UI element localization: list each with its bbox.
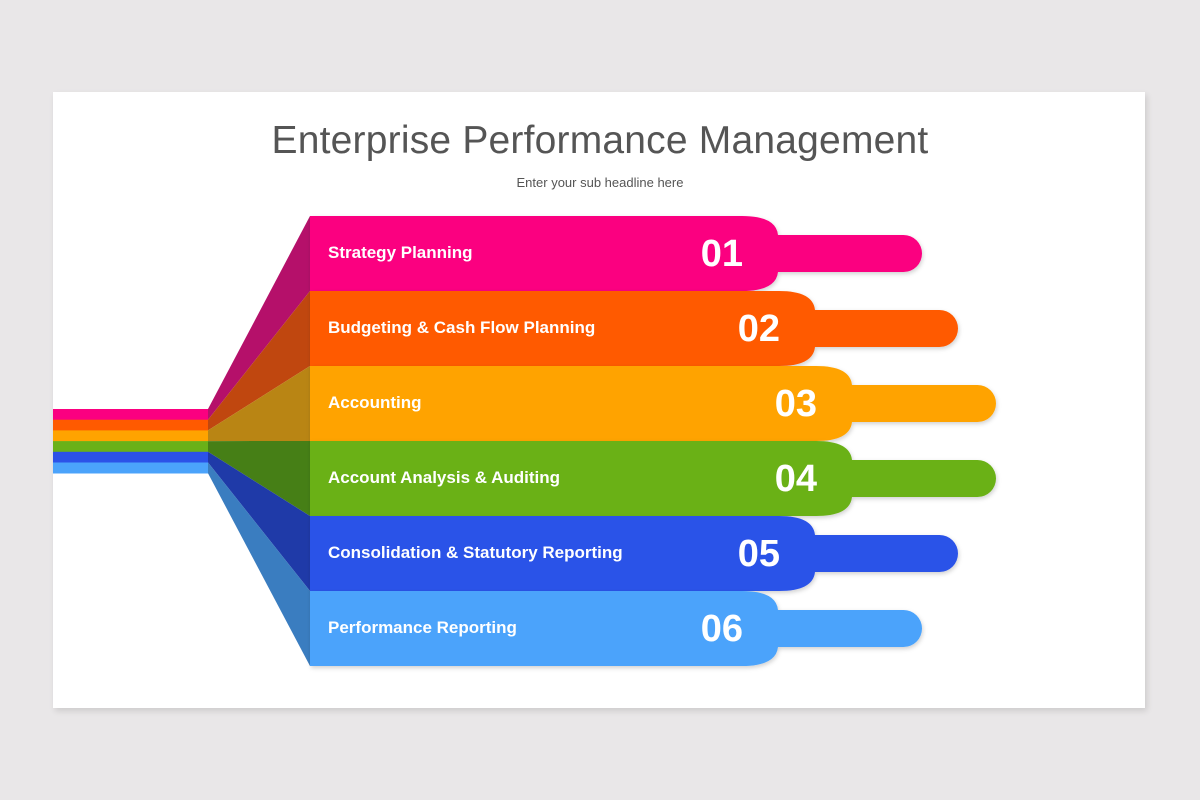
band-number-1: 01 [700, 233, 743, 275]
stripe-3 [53, 430, 208, 442]
band-6 [310, 591, 922, 666]
band-label-4: Account Analysis & Auditing [328, 468, 561, 487]
band-side-2 [208, 291, 310, 431]
band-5 [310, 516, 959, 591]
stripe-2 [53, 419, 208, 431]
stripe-4 [53, 441, 208, 453]
band-side-3 [208, 366, 310, 442]
band-label-5: Consolidation & Statutory Reporting [328, 543, 623, 562]
band-4 [310, 441, 996, 516]
band-label-2: Budgeting & Cash Flow Planning [328, 318, 596, 337]
band-number-5: 05 [737, 533, 780, 575]
input-stripes [53, 409, 208, 474]
stripe-6 [53, 462, 208, 474]
perspective-sides [208, 216, 310, 666]
band-1 [310, 216, 922, 291]
band-number-4: 04 [774, 458, 817, 500]
band-3 [310, 366, 996, 441]
band-number-2: 02 [737, 308, 780, 350]
band-side-6 [208, 462, 310, 666]
band-label-1: Strategy Planning [328, 243, 473, 262]
page-title: Enterprise Performance Management [271, 119, 929, 162]
band-shapes [310, 216, 996, 666]
stripe-5 [53, 451, 208, 463]
stripe-1 [53, 409, 208, 420]
band-label-3: Accounting [328, 393, 422, 412]
band-label-6: Performance Reporting [328, 618, 517, 637]
band-number-6: 06 [700, 608, 743, 650]
band-2 [310, 291, 959, 366]
band-side-5 [208, 451, 310, 591]
page-subtitle: Enter your sub headline here [516, 175, 684, 190]
band-side-1 [208, 216, 310, 420]
band-number-3: 03 [774, 383, 817, 425]
band-side-4 [208, 441, 310, 516]
